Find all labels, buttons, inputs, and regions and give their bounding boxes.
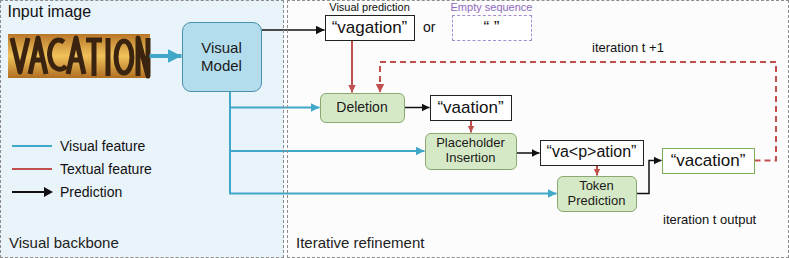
connector-arrow xyxy=(470,121,472,133)
box-text: Token Prediction xyxy=(563,179,631,209)
annotation-label: iteration t output xyxy=(663,213,756,228)
backbone-ground xyxy=(0,0,284,258)
sequence-box: Visual prediction“vagation” xyxy=(325,15,415,41)
connector-arrow xyxy=(517,152,540,154)
legend-row: Visual feature xyxy=(10,138,145,154)
connector-arrow xyxy=(262,29,325,31)
connector-arrow xyxy=(596,166,598,176)
box-text: Deletion xyxy=(336,99,387,115)
legend-stroke xyxy=(12,145,52,147)
region-label: Visual backbone xyxy=(9,234,119,251)
legend-line xyxy=(10,185,54,199)
connector-arrow xyxy=(405,107,430,109)
connector-arrow xyxy=(230,92,425,152)
box-text: Visual Model xyxy=(188,39,256,74)
connector-arrow xyxy=(230,92,320,108)
legend-stroke xyxy=(12,168,52,170)
legend-arrowhead xyxy=(44,187,53,197)
input-photo xyxy=(8,34,150,78)
box-heading: Visual prediction xyxy=(329,1,410,14)
connector-arrow xyxy=(150,54,182,58)
legend-line xyxy=(10,162,54,176)
box-heading: Empty sequence xyxy=(451,1,533,14)
sequence-box: “vacation” xyxy=(662,148,755,174)
region-panel: Visual backboneInput imageVisual Model xyxy=(0,0,284,258)
connector-arrow xyxy=(230,92,557,194)
process-box: Token Prediction xyxy=(557,176,637,212)
box-text: Placeholder Insertion xyxy=(431,136,511,166)
legend-line xyxy=(10,139,54,153)
annotation-label: or xyxy=(423,19,435,35)
sequence-box: Empty sequence“ ” xyxy=(452,15,532,41)
box-text: “vaation” xyxy=(437,98,503,118)
legend-row: Textual feature xyxy=(10,161,152,177)
box-text: “va<p>ation” xyxy=(547,143,637,161)
legend-row: Prediction xyxy=(10,184,122,200)
box-text: “ ” xyxy=(483,18,499,38)
photo-glyphs xyxy=(12,38,148,76)
box-heading: Input image xyxy=(8,3,92,21)
legend-text: Visual feature xyxy=(60,138,145,154)
region-label: Iterative refinement xyxy=(296,234,424,251)
legend-text: Prediction xyxy=(60,184,122,200)
connector-arrow xyxy=(351,41,353,93)
box-text: “vacation” xyxy=(671,151,746,171)
sequence-box: “va<p>ation” xyxy=(540,140,644,166)
photo-ground xyxy=(8,34,150,78)
model-box: Visual Model xyxy=(182,22,262,92)
annotation-label: iteration t +1 xyxy=(592,41,664,56)
sequence-box: “vaation” xyxy=(430,95,512,121)
legend-stroke xyxy=(12,191,46,193)
box-text: “vagation” xyxy=(332,18,408,38)
process-box: Placeholder Insertion xyxy=(425,133,517,170)
refinement-ground xyxy=(287,0,789,258)
legend-text: Textual feature xyxy=(60,161,152,177)
input-image: Input image xyxy=(8,34,150,78)
process-box: Deletion xyxy=(320,93,405,123)
